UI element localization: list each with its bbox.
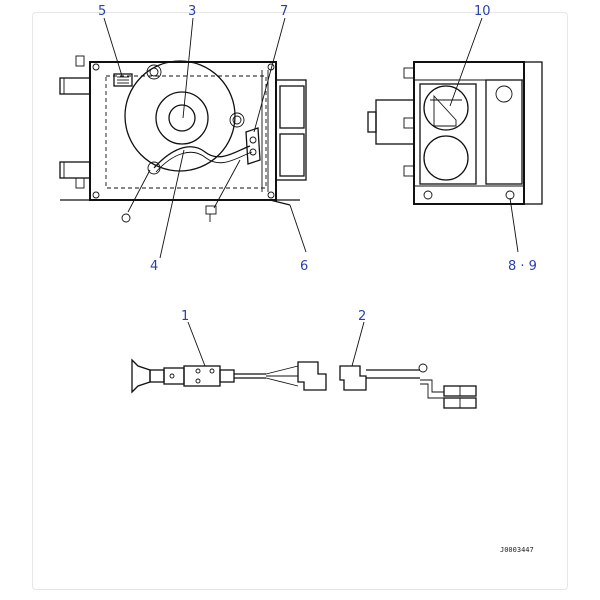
callout-4: 4 xyxy=(150,259,158,274)
wiring-harness-part2 xyxy=(339,363,477,409)
front-view-unit xyxy=(59,55,307,223)
control-cable-part1 xyxy=(131,358,327,394)
callout-8-9: 8 · 9 xyxy=(508,259,537,274)
callout-1: 1 xyxy=(181,309,189,324)
callout-3: 3 xyxy=(188,4,196,19)
callout-5: 5 xyxy=(98,4,106,19)
drawing-code: J0003447 xyxy=(500,546,534,554)
callout-6: 6 xyxy=(300,259,308,274)
leader-lines xyxy=(103,17,519,367)
diagram-sheet xyxy=(32,12,568,590)
side-view-unit xyxy=(367,61,543,205)
callout-2: 2 xyxy=(358,309,366,324)
callout-10: 10 xyxy=(474,4,491,19)
callout-7: 7 xyxy=(280,4,288,19)
